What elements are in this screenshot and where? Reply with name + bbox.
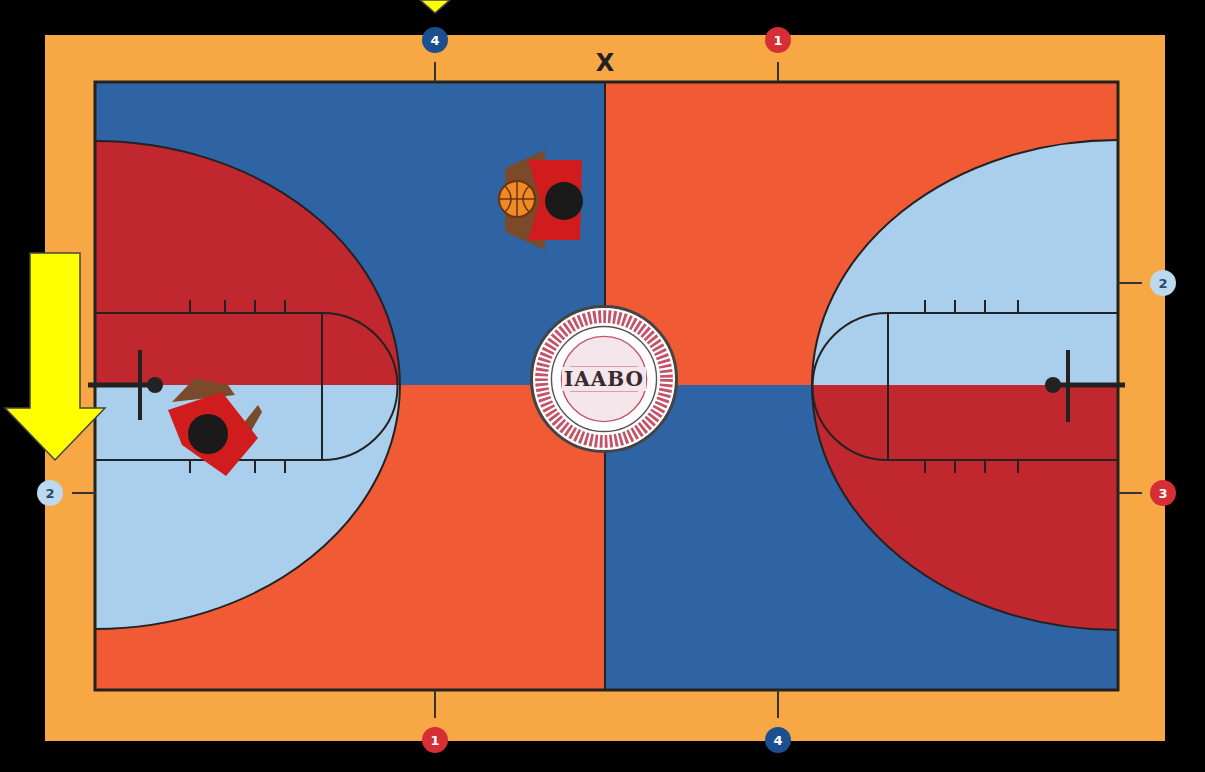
- position-circle: 4: [765, 727, 791, 753]
- position-number: 4: [773, 733, 782, 748]
- logo-text: IAABO: [562, 367, 646, 391]
- position-circle: 1: [422, 727, 448, 753]
- position-number: 3: [1158, 486, 1167, 501]
- referee: [168, 378, 262, 476]
- position-circle: 3: [1150, 480, 1176, 506]
- referee-with-ball: [499, 150, 583, 250]
- position-number: 1: [773, 33, 782, 48]
- position-circle: 2: [37, 480, 63, 506]
- position-number: 2: [45, 486, 54, 501]
- position-ticks: [72, 62, 1142, 718]
- court-mark: X: [596, 49, 615, 77]
- position-circle: 2: [1150, 270, 1176, 296]
- position-number: 4: [430, 33, 439, 48]
- position-number: 2: [1158, 276, 1167, 291]
- position-circle: 1: [765, 27, 791, 53]
- position-number: 1: [430, 733, 439, 748]
- logo-circle: IAABO: [530, 305, 678, 453]
- position-circle: 4: [422, 27, 448, 53]
- yellow-arrow: [5, 0, 450, 460]
